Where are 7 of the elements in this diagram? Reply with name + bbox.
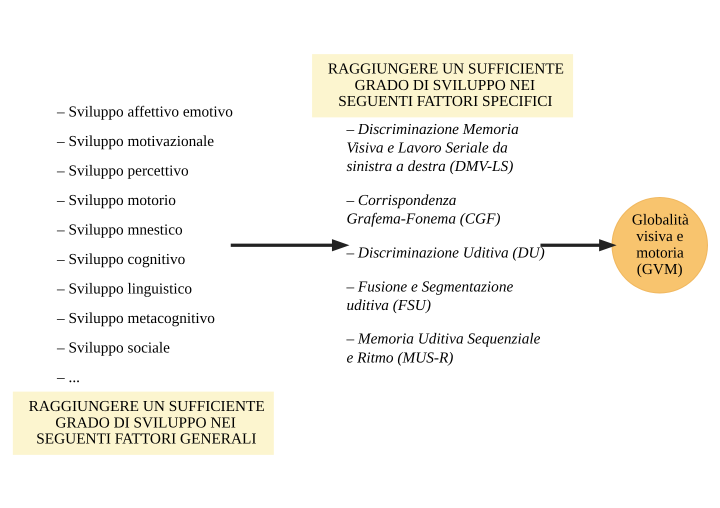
arrow [540, 238, 616, 251]
node-text: – Sviluppo affettivo emotivo – Sviluppo motivazionale – Sviluppo percettivo – Sviluppo motorio – Sviluppo mnestico – Sviluppo cognitivo – Sviluppo linguistico – Sviluppo metacognitivo – Sviluppo sociale – ... [56, 103, 232, 386]
node-box: RAGGIUNGERE UN SUFFICIENTE GRADO DI SVILUPPO NEI SEGUENTI FATTORI SPECIFICI [312, 54, 573, 117]
node-circle: Globalità visiva e motoria (GVM) [611, 196, 708, 293]
node-text: – Discriminazione Memoria Visiva e Lavoro Seriale da sinistra a destra (DMV-LS) – Corrispondenza Grafema-Fonema (CGF) – Discriminazione Uditiva (DU) – Fusione e Segmentazione uditiva (FSU) – Memoria Uditiva Sequenziale e Ritmo (MUS-R) [346, 120, 544, 366]
arrow [230, 238, 349, 251]
node-box: RAGGIUNGERE UN SUFFICIENTE GRADO DI SVILUPPO NEI SEGUENTI FATTORI GENERALI [12, 391, 274, 454]
